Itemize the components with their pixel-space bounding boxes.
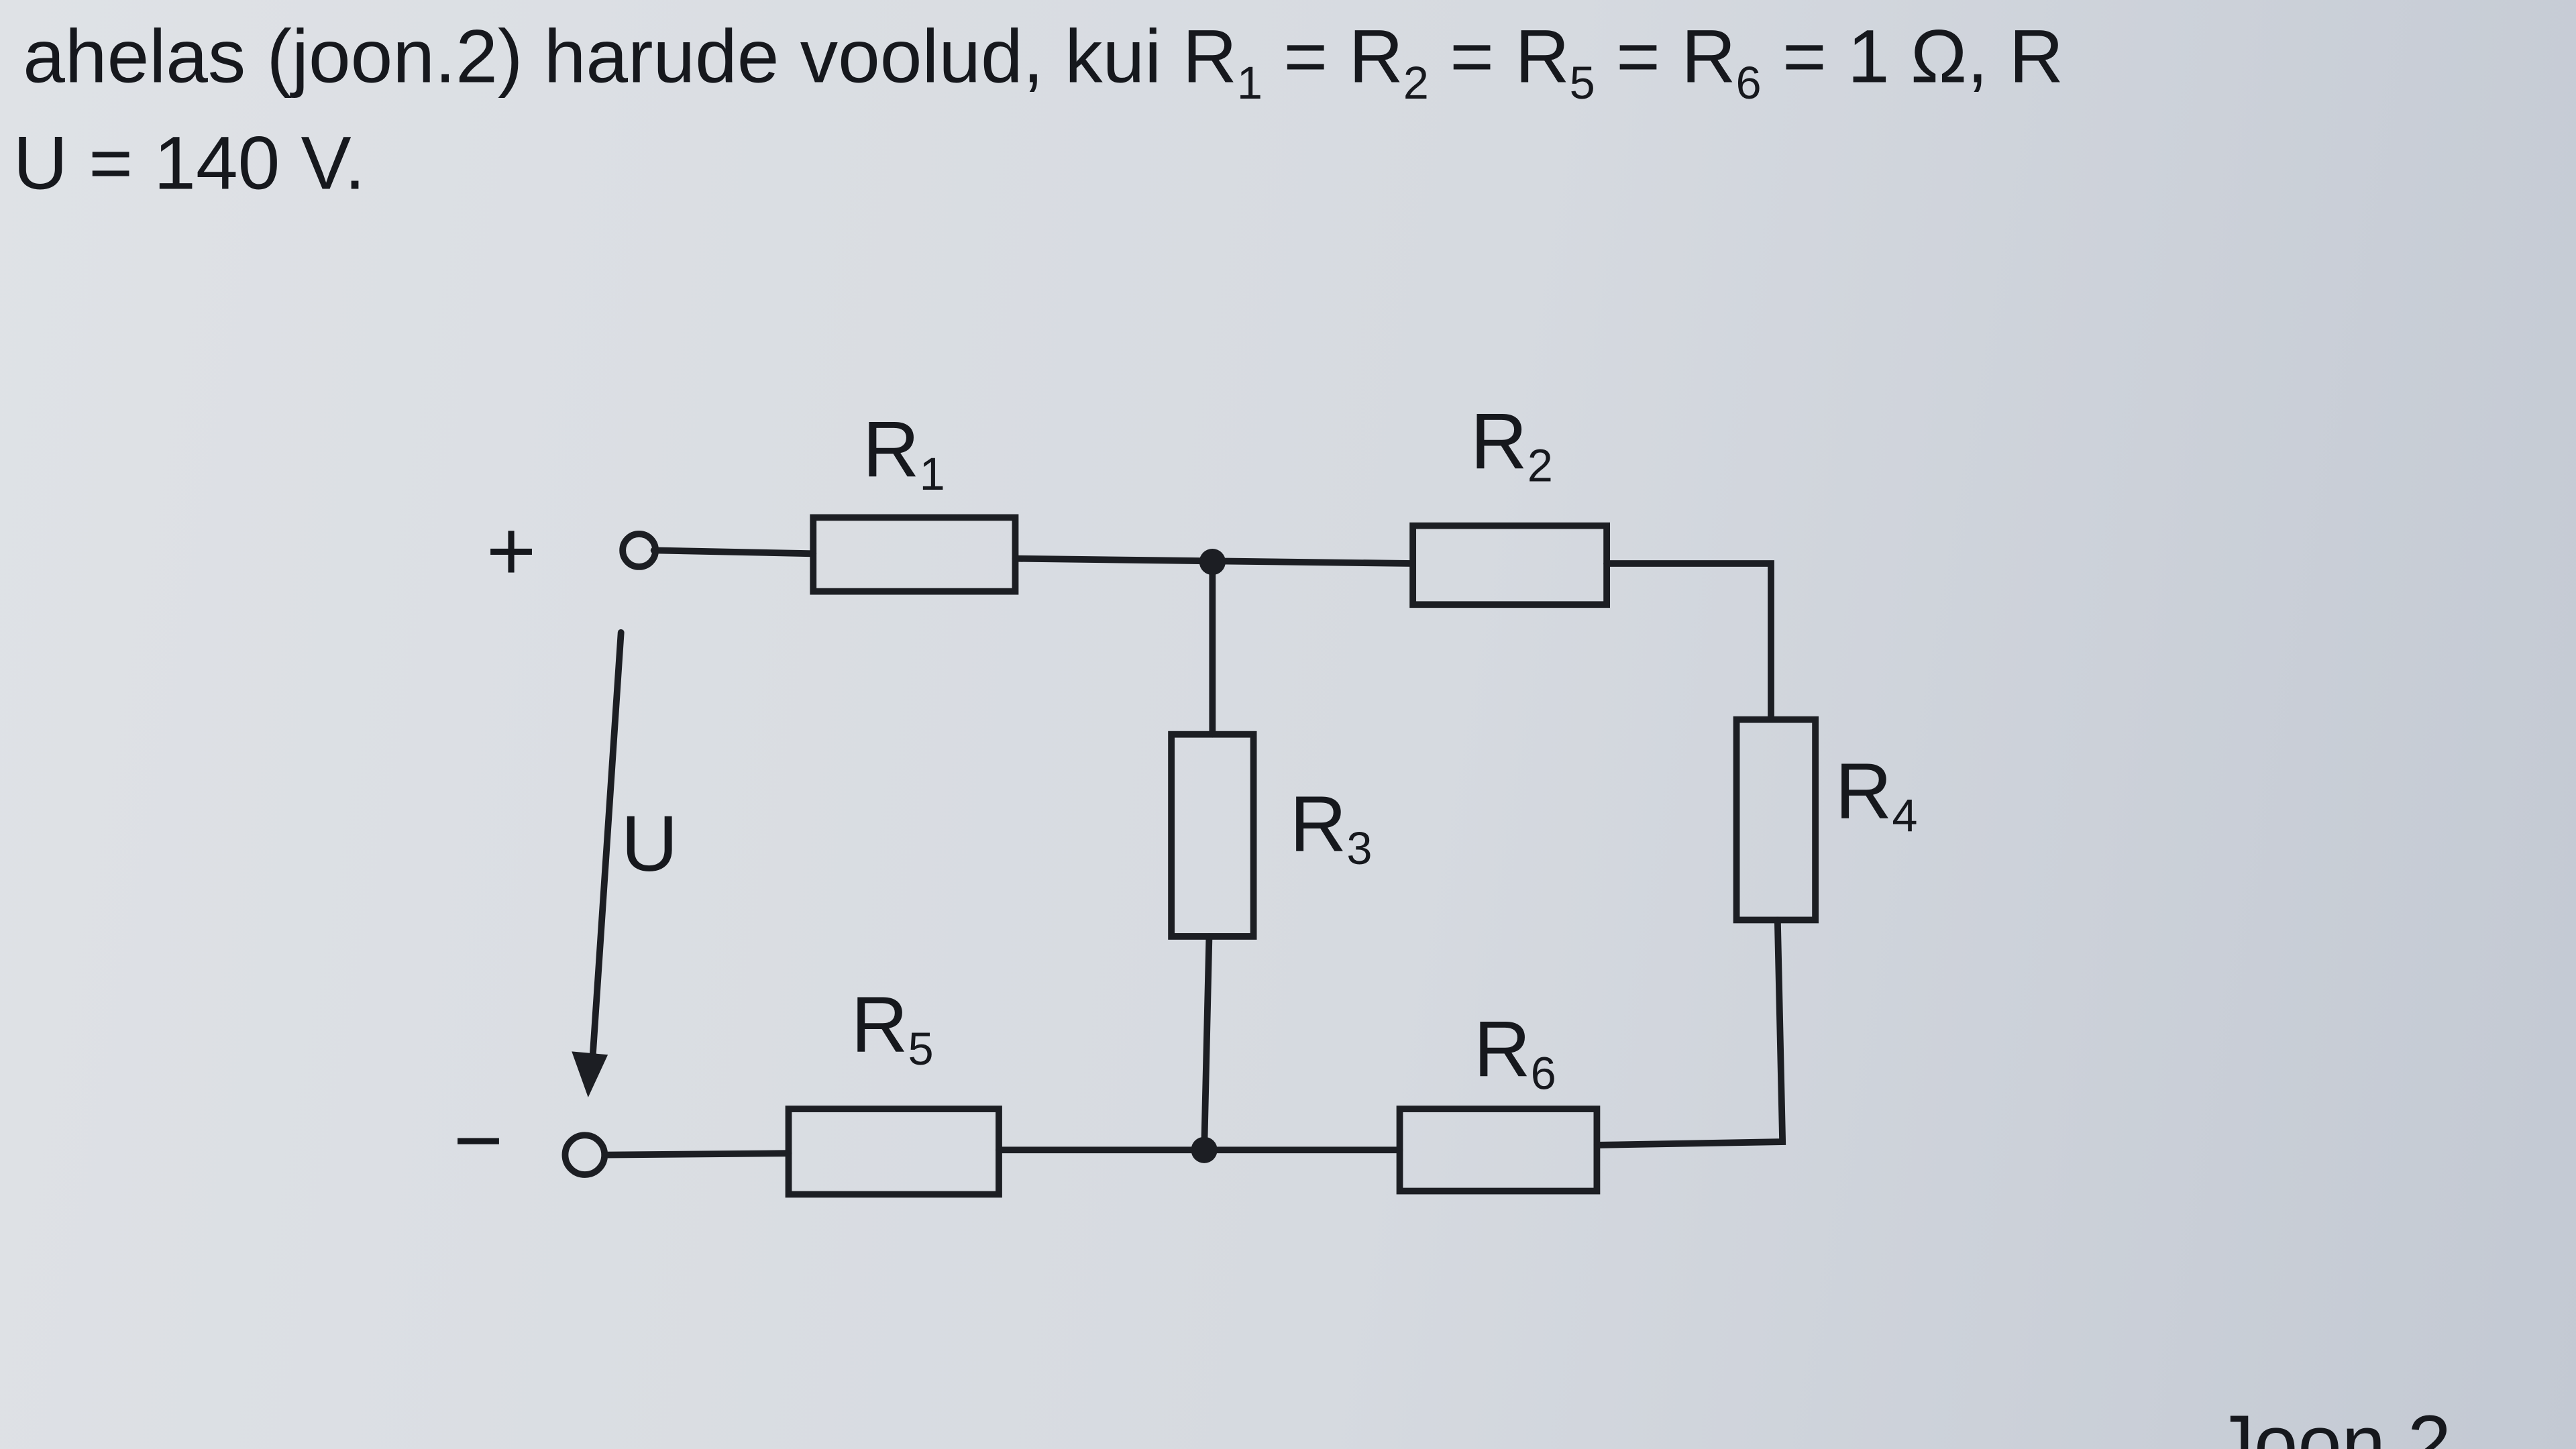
label-r1: R1 [863, 405, 945, 500]
resistor-r3 [1168, 731, 1257, 940]
junction-node-top [1199, 548, 1226, 576]
voltage-arrow [588, 629, 625, 1079]
figure-caption: Joon 2 [2214, 1399, 2451, 1449]
minus-sign: − [453, 1093, 503, 1188]
label-r2: R2 [1470, 397, 1553, 492]
label-r4: R4 [1835, 747, 1918, 842]
positive-terminal [619, 531, 659, 570]
wires [601, 547, 1786, 1159]
label-r5: R5 [851, 980, 934, 1075]
junction-node-bottom [1191, 1136, 1218, 1163]
problem-line-1: ahelas (joon.2) harude voolud, kui R1 = … [23, 13, 2063, 108]
voltage-label: U [621, 800, 678, 888]
arrow-head-icon [572, 1051, 608, 1097]
resistor-r5 [785, 1106, 1002, 1198]
negative-terminal [561, 1132, 608, 1178]
label-r3: R3 [1289, 780, 1372, 875]
resistor-r1 [810, 514, 1019, 595]
label-r6: R6 [1474, 1005, 1556, 1099]
resistor-r6 [1396, 1106, 1601, 1195]
plus-sign: + [486, 502, 536, 598]
resistor-r4 [1733, 716, 1819, 924]
problem-line-2: U = 140 V. [13, 121, 366, 205]
resistor-r2 [1409, 522, 1610, 608]
